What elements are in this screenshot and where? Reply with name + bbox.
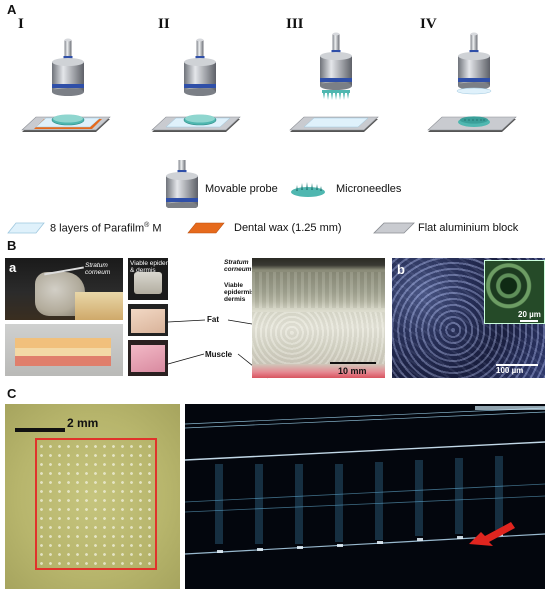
subpanel-b-letter: b [397,262,405,277]
muscle-sample [131,345,165,372]
sem-inset [484,260,545,324]
photo-skin-slab [5,324,123,376]
label-viable-epidermis: Viable epidermis & dermis [224,282,262,303]
stage-4-setup [427,32,517,132]
photo-viable-epidermis [128,258,168,300]
panel-c-letter: C [7,386,17,401]
subpanel-a-letter: a [9,260,17,275]
slab-top-layer [15,338,111,348]
legend-microneedles-icon [291,182,325,197]
legend-dental-wax-label: Dental wax (1.25 mm) [234,222,342,234]
panel-a-letter: A [7,2,17,17]
legend-parafilm-sup: ® [144,222,150,229]
oct-image [185,404,545,589]
cross-section-scale-bar [330,362,376,364]
array-highlight-box [35,438,157,570]
legend-parafilm-swatch [7,222,45,234]
cross-section-scale-label: 10 mm [338,366,367,376]
label-stratum-corneum-small: Stratum corneum [85,262,111,276]
sem-inset-scale-label: 20 µm [518,310,541,319]
cross-section-fat-texture [252,312,385,364]
oct-scan-svg [185,406,545,555]
legend-parafilm-suffix: M [149,222,162,235]
legend-aluminium-label: Flat aluminium block [418,222,519,234]
cross-section-dermis-texture [252,272,385,308]
fat-sample [131,309,165,333]
microscopy-scale-label: 2 mm [67,416,99,430]
photo-peeled-skin: a Stratum corneum [5,258,123,320]
label-stratum-line-2: corneum [224,266,252,273]
stage-4-label: IV [420,16,437,32]
label-viable-epidermis-small: Viable epidermis & dermis [130,260,178,274]
panel-b-letter: B [7,238,17,253]
stage-2-setup [151,38,241,132]
stage-3-label: III [286,16,304,32]
sem-image: 20 µm b 100 µm [392,258,545,378]
legend-parafilm-text: 8 layers of Parafilm [50,222,145,235]
label-stratum-line-1: Stratum [224,259,249,266]
skin-slab-base [75,292,123,320]
stage-1-setup [21,38,111,132]
legend-parafilm-label: 8 layers of Parafilm® M [50,222,162,235]
microscopy-photo: 2 mm [5,404,180,589]
compression-setup-diagram [21,32,517,132]
sem-inset-scale-bar [520,320,538,322]
slab-mid-layer [15,348,111,356]
legend-aluminium-swatch [373,222,415,234]
red-arrow [469,522,515,546]
sem-scale-label: 100 µm [496,366,524,375]
stage-1-label: I [18,16,24,32]
legend-microneedles-label: Microneedles [336,183,402,195]
microneedle-array-dots [37,442,155,570]
legend-probe-icon [166,160,198,208]
epidermis-sample [134,272,162,294]
slab-bottom-layer [15,356,111,366]
sem-scale-bar [496,364,538,366]
label-muscle: Muscle [205,350,233,359]
label-fat: Fat [207,315,219,324]
legend-probe-label: Movable probe [205,183,278,195]
stage-3-setup [289,32,379,132]
microscopy-scale-bar [15,428,65,432]
legend-dental-wax-swatch [187,222,225,234]
stage-2-label: II [158,16,170,32]
photo-skin-cross-section: 10 mm [252,258,385,378]
photo-fat-layer [128,304,168,336]
photo-muscle-layer [128,340,168,376]
